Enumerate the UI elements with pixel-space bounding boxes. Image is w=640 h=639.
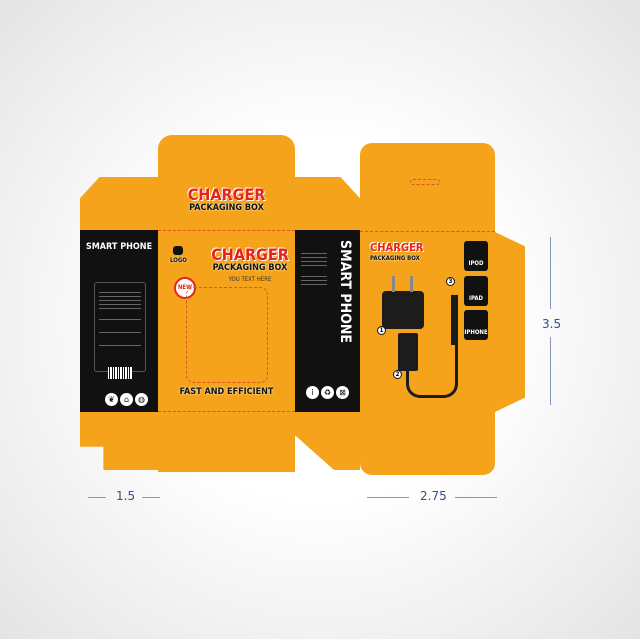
logo: LOGO [170, 246, 187, 264]
side-title-vertical: SMART PHONE [337, 240, 353, 344]
callout-1: 1 [377, 326, 386, 335]
device-iphone: IPHONE [464, 310, 488, 340]
info-icon: i [306, 386, 319, 399]
side-title: SMART PHONE [85, 242, 153, 252]
flap-subtitle: PACKAGING BOX [189, 203, 264, 213]
right-side-panel: SMART PHONE i♻⊠ [295, 230, 360, 412]
flap-title: CHARGER [187, 185, 266, 204]
dimension-back-width: 2.75 [420, 489, 447, 503]
dimension-height: 3.5 [542, 317, 562, 331]
back-panel: CHARGER PACKAGING BOX 1 2 3 IPOD IPAD IP… [360, 143, 495, 475]
back-title: CHARGER [370, 241, 424, 254]
hang-slot [410, 179, 440, 185]
globe-icon: ◍ [135, 393, 148, 406]
callout-2: 2 [393, 370, 402, 379]
dimension-left-width: 1.5 [116, 489, 136, 503]
tagline: YOU TEXT HERE [228, 276, 272, 283]
leaf-icon: ❦ [105, 393, 118, 406]
front-bottom-flap [158, 412, 295, 472]
wheelie-bin-icon: ⊠ [336, 386, 349, 399]
front-tuck-flap: CHARGER PACKAGING BOX [158, 135, 295, 230]
front-subtitle: PACKAGING BOX [212, 263, 288, 273]
charger-plug-image [382, 291, 424, 329]
left-side-panel: SMART PHONE ❦⌂◍ [80, 230, 158, 412]
front-title: CHARGER [211, 245, 289, 264]
front-panel: LOGO CHARGER PACKAGING BOX YOU TEXT HERE… [158, 230, 295, 412]
left-bottom-flap [80, 412, 158, 470]
recycle-icon: ♻ [321, 386, 334, 399]
device-ipod: IPOD [464, 241, 488, 271]
side-bottom-flap [295, 412, 360, 470]
home-icon: ⌂ [120, 393, 133, 406]
side-top-flap [295, 177, 360, 230]
glue-flap [495, 232, 525, 412]
barcode [108, 367, 132, 379]
slogan: FAST AND EFFICIENT [179, 387, 274, 397]
info-table [94, 282, 146, 372]
device-ipad: IPAD [464, 276, 488, 306]
window-cutout [186, 287, 268, 383]
callout-3: 3 [446, 277, 455, 286]
left-top-flap [80, 177, 158, 230]
back-subtitle: PACKAGING BOX [370, 255, 420, 262]
